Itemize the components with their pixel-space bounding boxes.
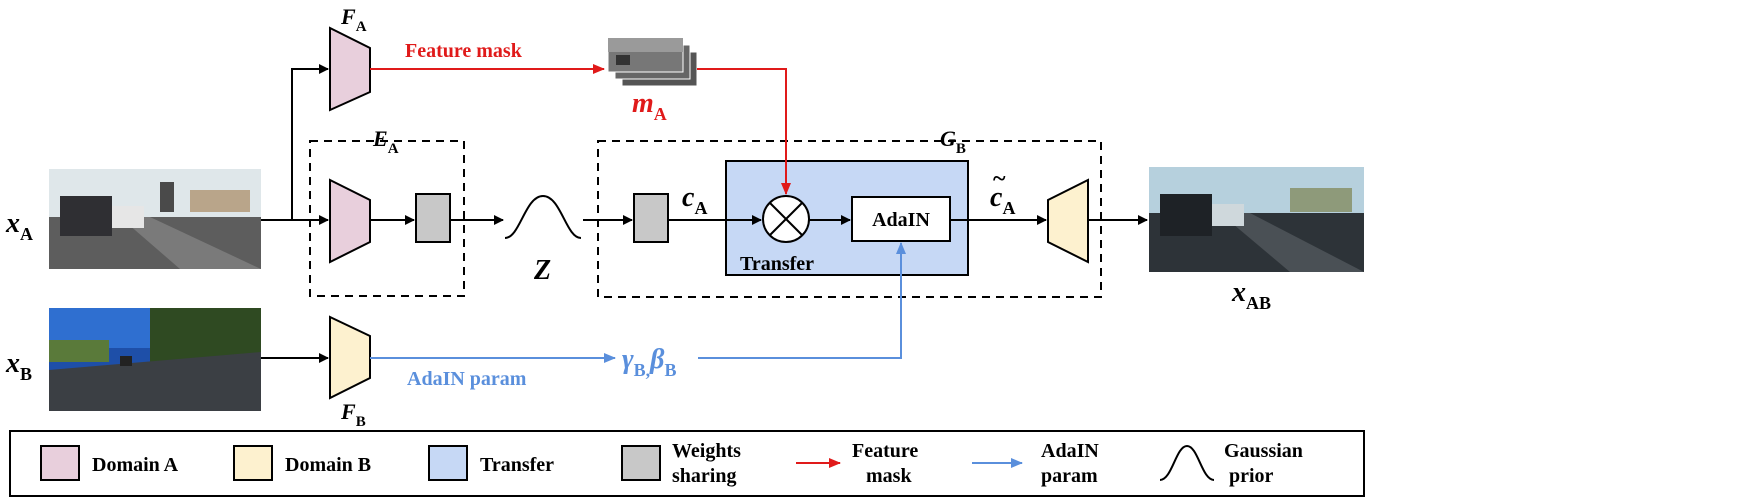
legend-swatch-domain-b — [233, 445, 273, 481]
feature-mask-arrows — [370, 64, 791, 195]
label-gamma-beta: γB,βB — [622, 344, 677, 380]
gaussian-prior-curve — [504, 194, 582, 239]
legend-weights-line2: sharing — [672, 465, 736, 487]
weights-sharing-block-gb — [633, 193, 669, 243]
legend-adain-line1: AdaIN — [1041, 440, 1099, 462]
label-x-b: xB — [5, 348, 32, 384]
label-adain-param: AdaIN param — [407, 368, 527, 390]
image-x-ab — [1149, 167, 1364, 272]
image-x-a — [49, 169, 261, 269]
network-f-b — [329, 315, 371, 400]
legend-gaussian-curve — [1159, 444, 1215, 481]
legend-domain-b: Domain B — [285, 454, 371, 476]
multiply-node — [762, 195, 810, 243]
network-e-a — [329, 178, 371, 264]
label-x-ab: xAB — [1231, 277, 1271, 313]
label-transfer-block: Transfer — [740, 253, 814, 275]
legend-gaussian-line1: Gaussian — [1224, 440, 1303, 462]
legend-swatch-weights — [621, 445, 661, 481]
legend-weights-line1: Weights — [672, 440, 741, 462]
label-z: Z — [533, 255, 551, 286]
weights-sharing-block-ea — [415, 193, 451, 243]
label-c-tilde-a: cA — [990, 182, 1015, 218]
legend-feature-line2: mask — [866, 465, 912, 487]
encoder-ea-box — [309, 140, 465, 297]
label-feature-mask: Feature mask — [405, 40, 523, 62]
image-x-b — [49, 308, 261, 411]
black-arrows — [261, 64, 1148, 363]
label-c-a: cA — [682, 182, 707, 218]
label-adain-block: AdaIN — [872, 209, 930, 231]
legend-adain-line2: param — [1041, 465, 1098, 487]
legend-transfer: Transfer — [480, 454, 554, 476]
label-f-b: FB — [340, 399, 366, 430]
label-f-a: FA — [340, 4, 367, 35]
adain-param-arrows — [370, 242, 906, 363]
label-m-a: mA — [632, 88, 667, 124]
legend-domain-a: Domain A — [92, 454, 179, 476]
label-x-a: xA — [5, 208, 33, 244]
legend-gaussian-line2: prior — [1229, 465, 1274, 487]
label-g-b: GB — [940, 126, 966, 157]
decoder-g-b — [1047, 178, 1089, 264]
image-m-a-stack — [607, 37, 698, 87]
label-tilde: ~ — [993, 166, 1006, 192]
label-e-a: EA — [372, 126, 399, 157]
legend-swatch-transfer — [428, 445, 468, 481]
network-f-a — [329, 26, 371, 112]
legend-feature-line1: Feature — [852, 440, 918, 462]
legend-swatch-domain-a — [40, 445, 80, 481]
